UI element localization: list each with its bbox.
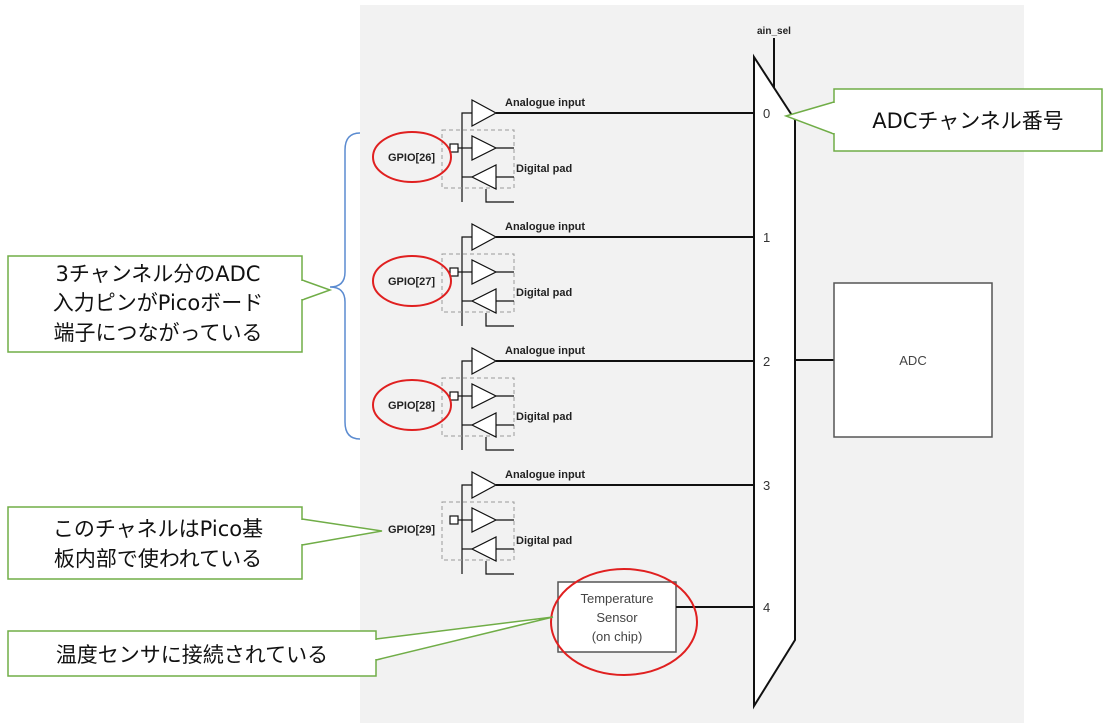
mux-input-number: 1 [763, 230, 770, 245]
gpio-label: GPIO[26] [388, 152, 435, 164]
mux-input-number: 0 [763, 106, 770, 121]
temp-sensor-callout [7, 630, 377, 677]
temperature-sensor-line2: Sensor [596, 610, 638, 625]
internal-wire [461, 360, 472, 450]
internal-wire [461, 236, 472, 326]
mux-input-number: 2 [763, 354, 770, 369]
internal-channel-pointer [301, 518, 383, 546]
internal-wire [461, 484, 472, 574]
temperature-sensor-line3: (on chip) [592, 629, 643, 644]
three-channels-line1: 3チャンネル分のADC [56, 262, 261, 286]
three-channels-callout [7, 255, 303, 353]
gpio-label: GPIO[29] [388, 524, 435, 536]
temperature-sensor-line1: Temperature [581, 591, 654, 606]
analogue-input-label: Analogue input [505, 469, 585, 481]
gpio-circle [372, 255, 452, 307]
channel-number-callout [833, 88, 1103, 152]
adc-label: ADC [899, 353, 926, 368]
gpio-circle [372, 379, 452, 431]
gpio-circle [372, 131, 452, 183]
temp-sensor-pointer [375, 616, 554, 661]
channel-number-callout-text: ADCチャンネル番号 [872, 109, 1064, 133]
temperature-sensor-box [557, 581, 677, 653]
enable-wire [485, 189, 514, 203]
channel-group-brace [329, 132, 361, 440]
adc-block [833, 282, 993, 438]
channel-number-pointer [783, 101, 835, 135]
mux-input-number-4: 4 [763, 600, 770, 615]
temp-sensor-callout-text: 温度センサに接続されている [56, 643, 328, 667]
enable-wire [485, 437, 514, 451]
digital-pad-box [441, 377, 515, 437]
digital-pad-label: Digital pad [516, 287, 572, 299]
internal-channel-callout [7, 506, 303, 580]
digital-pad-label: Digital pad [516, 411, 572, 423]
three-channels-line3: 端子につながっている [54, 321, 263, 345]
digital-pad-box [441, 253, 515, 313]
enable-wire [485, 561, 514, 575]
gpio-label: GPIO[28] [388, 400, 435, 412]
pad-square-icon [449, 143, 459, 153]
gpio-label: GPIO[27] [388, 276, 435, 288]
internal-channel-line2: 板内部で使われている [54, 547, 262, 571]
enable-wire [485, 313, 514, 327]
sensor-circle [550, 568, 698, 676]
pad-square-icon [449, 515, 459, 525]
ain-sel-label: ain_sel [757, 26, 791, 37]
digital-pad-label: Digital pad [516, 535, 572, 547]
analogue-input-label: Analogue input [505, 221, 585, 233]
mux-input-number: 3 [763, 478, 770, 493]
digital-pad-box [441, 501, 515, 561]
digital-pad-label: Digital pad [516, 163, 572, 175]
internal-channel-line1: このチャネルはPico基 [53, 517, 263, 541]
analogue-input-label: Analogue input [505, 97, 585, 109]
internal-wire [461, 112, 472, 202]
multiplexer [753, 53, 796, 710]
analogue-input-label: Analogue input [505, 345, 585, 357]
pad-square-icon [449, 267, 459, 277]
pad-square-icon [449, 391, 459, 401]
digital-pad-box [441, 129, 515, 189]
three-channels-pointer [301, 279, 333, 301]
three-channels-line2: 入力ピンがPicoボード [53, 291, 263, 315]
